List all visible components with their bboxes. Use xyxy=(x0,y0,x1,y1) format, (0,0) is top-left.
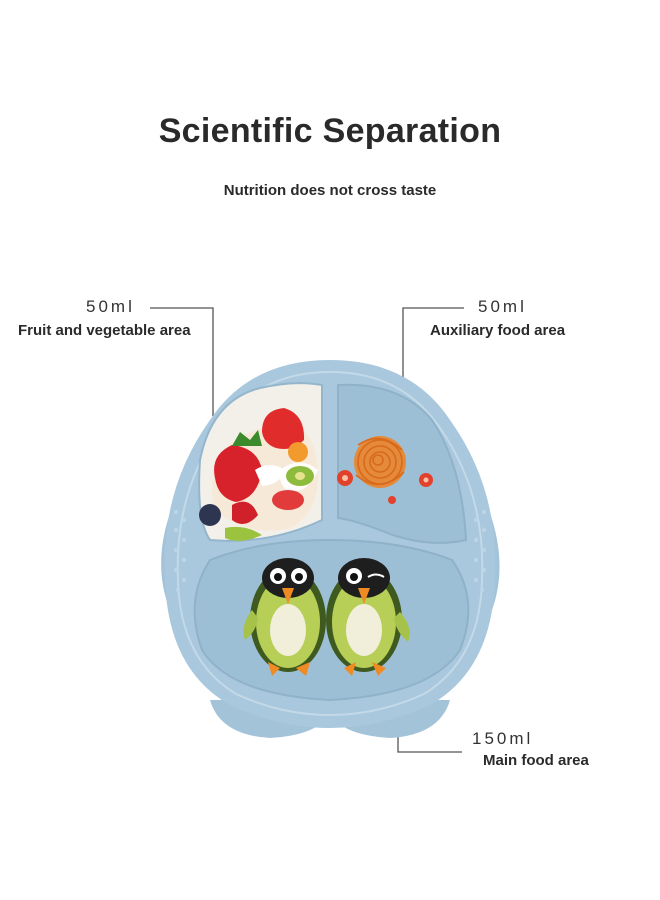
auxiliary-area-label: Auxiliary food area xyxy=(430,322,566,339)
wing-dots-right xyxy=(473,509,487,593)
wing-dots-left xyxy=(173,509,187,593)
page-title: Scientific Separation xyxy=(158,112,502,150)
fruit-salad xyxy=(199,408,318,541)
leader-line-fruit xyxy=(150,307,214,416)
spaghetti xyxy=(354,436,406,488)
fruit-area-volume: 50ml xyxy=(86,297,135,316)
avocado-penguin-left xyxy=(243,558,326,676)
main-area-volume: 150ml xyxy=(472,729,534,748)
avocado-penguin-right xyxy=(326,558,410,676)
fruit-area-label: Fruit and vegetable area xyxy=(18,322,191,339)
main-area-label: Main food area xyxy=(483,752,589,769)
tomatoes xyxy=(337,470,433,504)
auxiliary-area-volume: 50ml xyxy=(478,297,527,316)
page-subtitle: Nutrition does not cross taste xyxy=(223,182,437,199)
